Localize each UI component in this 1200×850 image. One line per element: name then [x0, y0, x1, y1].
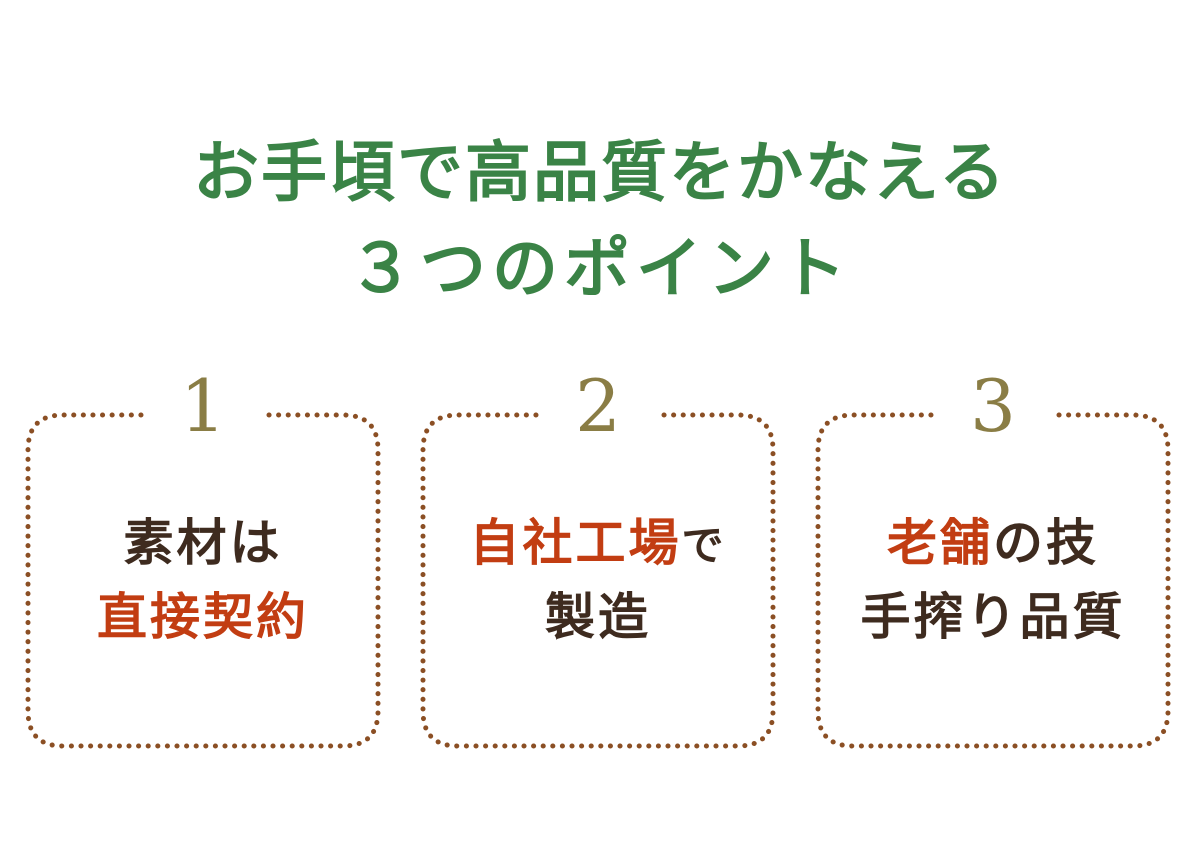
point-card-2: 2 自社工場で 製造 — [420, 370, 776, 749]
point-text-dark: 製造 — [545, 588, 651, 646]
point-text-dark: の技 — [993, 514, 1099, 572]
point-number: 3 — [970, 364, 1016, 448]
point-card-3: 3 老舗の技 手搾り品質 — [815, 370, 1171, 749]
point-line-1: 素材は — [25, 518, 381, 568]
point-text-dark: 素材は — [123, 514, 283, 572]
point-card-1: 1 素材は 直接契約 — [25, 370, 381, 749]
point-text-accent: 自社工場 — [469, 514, 682, 572]
headline-line-2: ３つのポイント — [348, 230, 852, 307]
point-text-dark: 手搾り品質 — [860, 588, 1126, 646]
point-text-accent: 老舗 — [887, 514, 993, 572]
point-number: 1 — [180, 364, 226, 448]
dotted-frame — [25, 412, 381, 749]
point-line-2: 直接契約 — [25, 592, 381, 642]
point-number: 2 — [575, 364, 621, 448]
point-line-2: 製造 — [420, 592, 776, 642]
point-text-accent: 直接契約 — [97, 588, 309, 646]
point-line-2: 手搾り品質 — [815, 592, 1171, 642]
dotted-frame — [815, 412, 1171, 749]
point-text-dark: で — [681, 521, 727, 570]
headline-line-1: お手頃で高品質をかなえる — [192, 134, 1008, 211]
point-line-1: 自社工場で — [420, 518, 776, 568]
point-line-1: 老舗の技 — [815, 518, 1171, 568]
dotted-frame — [420, 412, 776, 749]
